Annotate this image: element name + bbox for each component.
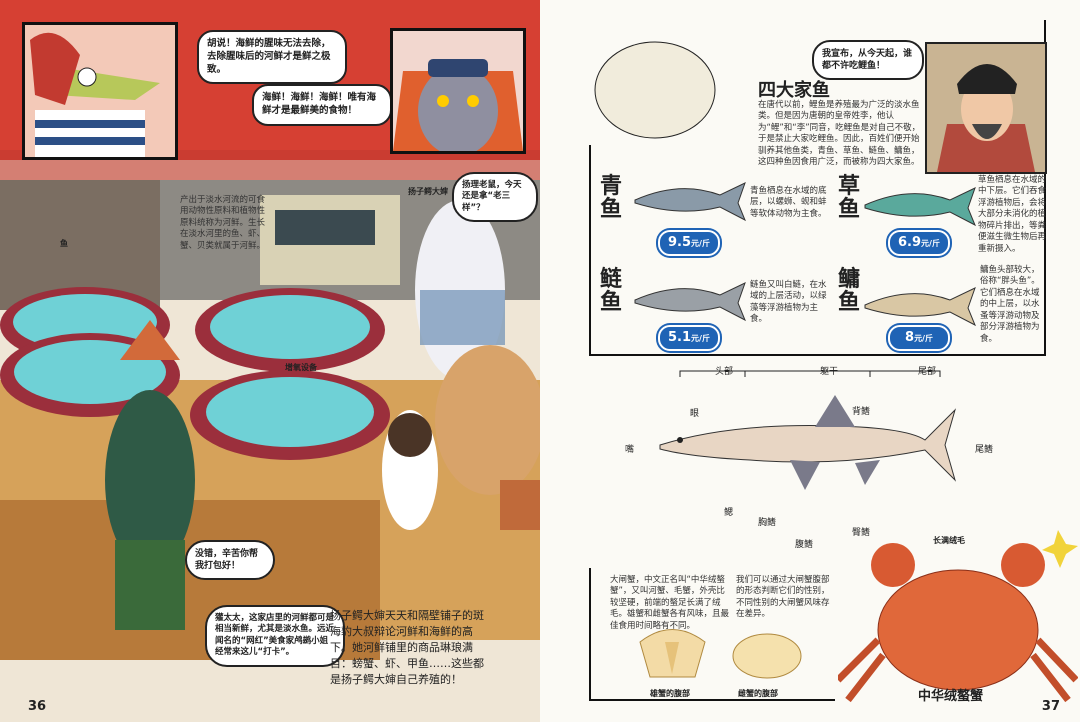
fish-desc-qingyu: 青鱼栖息在水域的底层，以螺蛳、蚬和蚌等软体动物为主食。 [750,186,827,219]
bubble-seal: 海鲜！海鲜！海鲜！唯有海鲜才是最鲜美的食物！ [252,84,392,126]
page-number-right: 37 [1041,699,1060,714]
fish-name-caoyu: 草鱼 [838,174,861,223]
label-device: 增氧设备 [285,363,317,372]
story-text: 扬子鳄大婶天天和隔壁铺子的斑海豹大叔辩论河鲜和海鲜的高下。她河鲜铺里的商品琳琅满… [330,609,484,686]
left-page: 胡说！海鲜的腥味无法去除，去除腥味后的河鲜才是鲜之极致。 海鲜！海鲜！海鲜！唯有… [0,0,540,722]
bubble-buy: 没错，辛苦你帮我打包好！ [185,540,275,581]
female-label: 雌蟹的腹部 [738,689,778,698]
thought-cloud [594,41,716,139]
intro-text: 产出于淡水河流的可食用动物性原料和植物性原料统称为河鲜。生长在淡水河里的鱼、虾、… [180,195,266,251]
bubble-kid: 扬理老鼠，今天还是拿“老三样”？ [452,172,538,223]
fish-name-qingyu: 青鱼 [600,174,623,223]
anatomy-trunk: 躯干 [820,367,839,377]
price-yongyu: 8元/斤 [888,325,950,351]
crab-title: 中华绒螯蟹 [918,689,984,704]
label-aunt: 扬子鳄大婶 [408,187,448,196]
bubble-alligator: 胡说！海鲜的腥味无法去除，去除腥味后的河鲜才是鲜之极致。 [197,30,347,85]
price-value-qingyu: 9.5 [668,235,692,250]
emperor-portrait [925,42,1047,174]
anatomy-pelvic-fin: 腹鳍 [795,540,814,550]
crab-text-right: 我们可以通过大闸蟹腹部的形态判断它们的性别，不同性别的大闸蟹风味存在差异。 [736,575,830,620]
crab-illustration [838,530,1078,703]
anatomy-eye: 眼 [690,409,700,419]
fish-caoyu [864,187,976,227]
fish-desc-yongyu: 鳙鱼头部较大，俗称“胖头鱼”。它们栖息在水域的中上层，以水蚤等浮游动物及部分浮游… [980,265,1040,344]
fish-anatomy-diagram [659,370,957,490]
price-unit-qingyu: 元/斤 [691,239,710,248]
price-unit-caoyu: 元/斤 [921,239,940,248]
price-unit-yongyu: 元/斤 [914,334,933,343]
fish-name-yongyu: 鳙鱼 [838,267,861,316]
price-unit-lianyu: 元/斤 [691,334,710,343]
basket [500,480,540,530]
shop-sign: 鱼 [60,239,68,248]
panel-seal [390,28,526,154]
crab-text-left: 大闸蟹，中文正名叫“中华绒螯蟹”，又叫河蟹、毛蟹，外壳比较坚硬，前端的螯足长满了… [610,575,730,631]
male-label: 雄蟹的腹部 [650,689,690,698]
price-qingyu: 9.5元/斤 [658,230,720,256]
anatomy-dorsal-fin: 背鳍 [852,407,871,417]
price-caoyu: 6.9元/斤 [888,230,950,256]
price-value-lianyu: 5.1 [668,330,692,345]
panel-alligator [22,22,178,160]
badger-customer [435,345,540,495]
fox-customer [105,390,195,570]
male-abdomen [639,629,706,678]
anatomy-pectoral-fin: 胸鳍 [758,518,777,528]
fish-name-lianyu: 鲢鱼 [600,267,623,316]
page-frame [589,20,1046,701]
anatomy-tail: 尾部 [918,367,937,377]
price-lianyu: 5.1元/斤 [658,325,720,351]
bubble-mrs: 獾太太，这家店里的河鲜都可是相当新鲜，尤其是淡水鱼。远近闻名的“网红”美食家鸬鹚… [205,605,345,667]
anatomy-caudal-fin: 尾鳍 [975,445,994,455]
anatomy-anal-fin: 臀鳍 [852,528,871,538]
fish-desc-caoyu: 草鱼栖息在水域的中下层。它们吞食浮游植物后，会将大部分未消化的植物碎片排出，等粪… [978,175,1047,254]
fish-yongyu [864,287,976,327]
market-illustration [0,0,540,660]
right-page: 我宣布，从今天起，谁都不许吃鲤鱼！ 四大家鱼 在唐代以前，鲤鱼是养殖最为广泛的淡… [540,0,1080,722]
female-abdomen [732,633,802,679]
crab-hair-label: 长满绒毛 [933,536,965,545]
price-value-caoyu: 6.9 [898,235,922,250]
section-title: 四大家鱼 [758,80,830,101]
alligator-portrait [25,25,175,157]
anatomy-gill: 鳃 [724,508,734,518]
anatomy-mouth: 嘴 [625,445,635,455]
page-number-left: 36 [28,699,47,714]
fish-qingyu [634,182,746,222]
section-text: 在唐代以前，鲤鱼是养殖最为广泛的淡水鱼类。但是因为唐朝的皇帝姓李，他认为“鲤”和… [758,100,921,168]
fish-lianyu [634,282,746,322]
price-value-yongyu: 8 [905,330,915,345]
anatomy-head: 头部 [715,367,734,377]
emperor-bubble: 我宣布，从今天起，谁都不许吃鲤鱼！ [812,40,924,81]
seal-portrait [393,31,523,151]
fish-desc-lianyu: 鲢鱼又叫白鲢，在水域的上层活动，以绿藻等浮游植物为主食。 [750,280,827,325]
